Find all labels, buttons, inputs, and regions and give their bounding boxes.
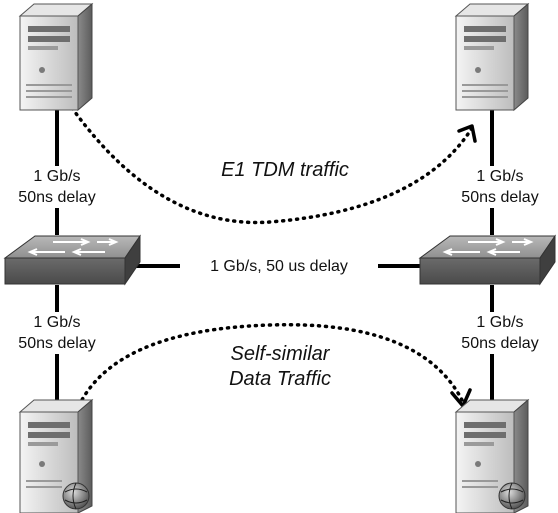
server-top-right-icon <box>454 2 530 112</box>
link-delay: 50ns delay <box>461 189 539 206</box>
globe-icon <box>498 482 526 510</box>
link-delay: 50ns delay <box>18 335 96 352</box>
trunk-link-label: 1 Gb/s, 50 us delay <box>182 256 376 277</box>
data-traffic-path <box>74 322 464 414</box>
server-bottom-right-icon <box>454 398 530 513</box>
link-rate: 1 Gb/s <box>33 314 81 331</box>
tdm-traffic-path <box>70 106 474 225</box>
link-rate: 1 Gb/s <box>476 314 524 331</box>
link-left-top-label: 1 Gb/s 50ns delay <box>6 166 108 208</box>
switch-right-icon <box>418 234 556 286</box>
server-bottom-left-icon <box>18 398 94 513</box>
link-rate: 1 Gb/s <box>476 168 524 185</box>
data-traffic-label-line1: Self-similar <box>230 343 330 365</box>
tdm-traffic-label: E1 TDM traffic <box>221 159 349 181</box>
tdm-traffic-arrowhead <box>457 124 477 143</box>
data-traffic-label-line2: Data Traffic <box>229 368 331 390</box>
server-top-left-icon <box>18 2 94 112</box>
link-rate: 1 Gb/s <box>33 168 81 185</box>
switch-left-icon <box>3 234 141 286</box>
globe-icon <box>62 482 90 510</box>
link-delay: 50ns delay <box>461 335 539 352</box>
link-delay: 50ns delay <box>18 189 96 206</box>
data-traffic-label: Self-similar Data Traffic <box>180 342 380 392</box>
link-left-bottom-label: 1 Gb/s 50ns delay <box>6 312 108 354</box>
link-right-bottom-label: 1 Gb/s 50ns delay <box>446 312 554 354</box>
link-right-top-label: 1 Gb/s 50ns delay <box>446 166 554 208</box>
